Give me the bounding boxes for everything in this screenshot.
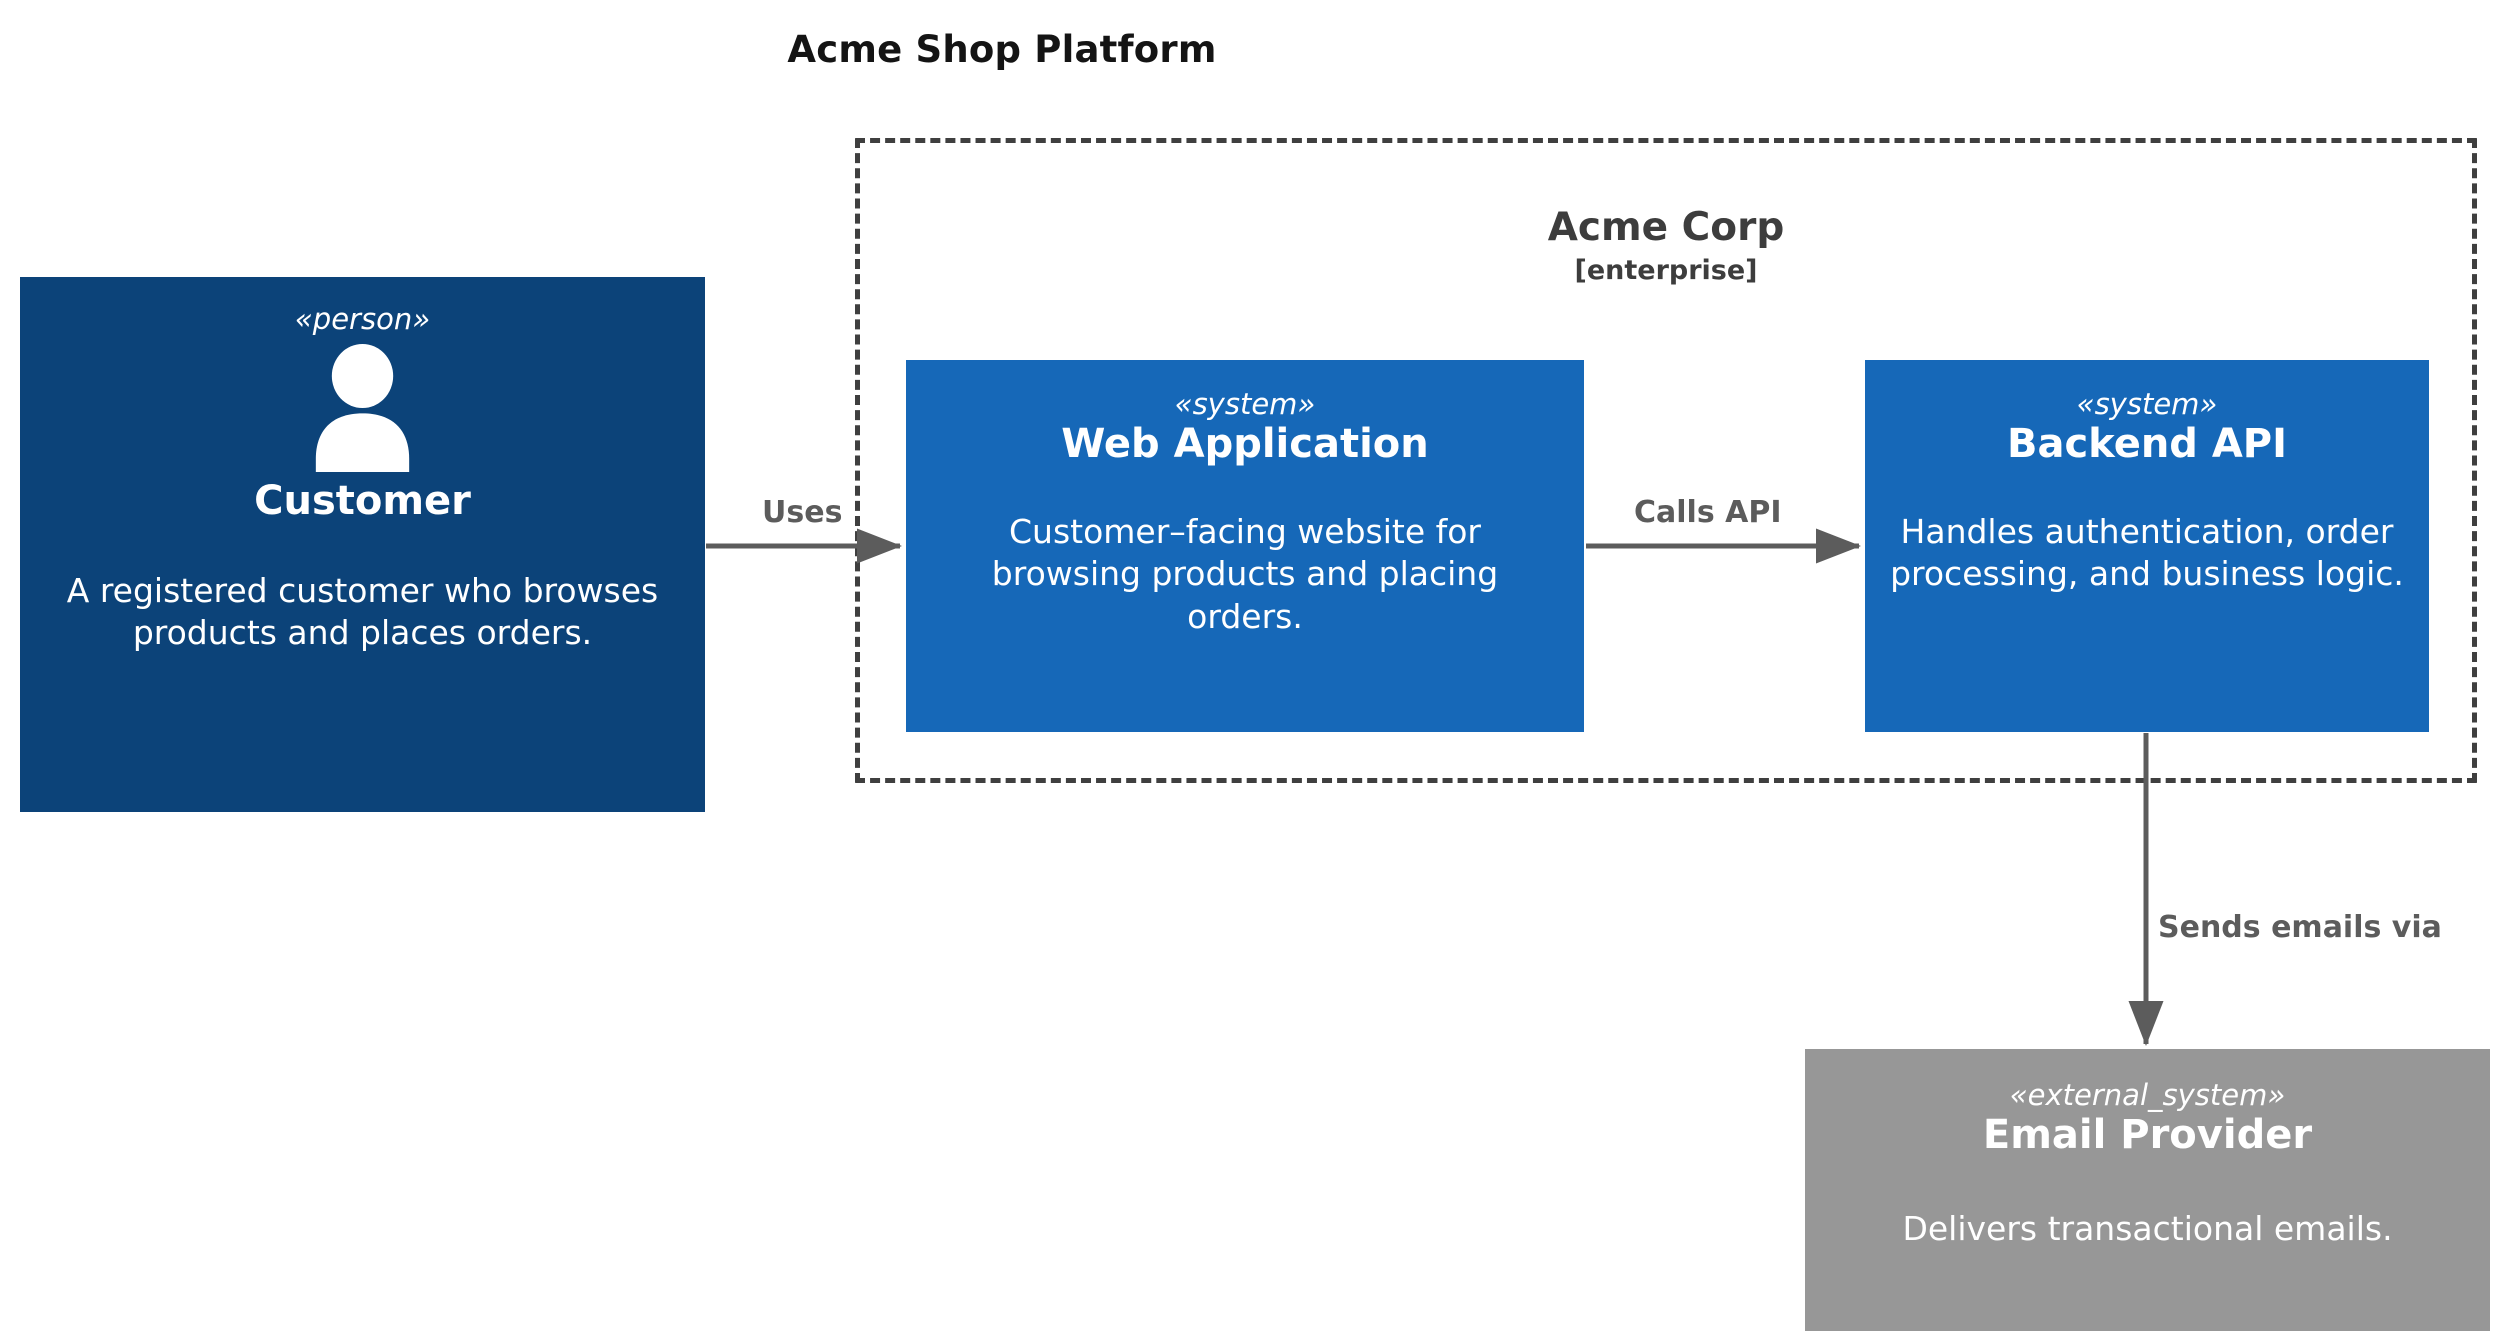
- node-backend-api-description: Handles authentication, order processing…: [1890, 511, 2404, 594]
- node-customer-name: Customer: [254, 478, 471, 525]
- node-email-provider-description: Delivers transactional emails.: [1902, 1208, 2393, 1248]
- node-web-application-name: Web Application: [1061, 421, 1429, 468]
- edge-label-sends-emails-via: Sends emails via: [2158, 910, 2442, 945]
- node-customer-description: A registered customer who browses produc…: [66, 570, 659, 653]
- node-web-application[interactable]: «system» Web Application Customer–facing…: [906, 360, 1584, 732]
- node-email-provider-name: Email Provider: [1982, 1112, 2313, 1159]
- node-backend-api-name: Backend API: [2006, 421, 2288, 468]
- node-email-provider[interactable]: «external_system» Email Provider Deliver…: [1805, 1049, 2490, 1331]
- node-backend-api-stereotype: «system»: [2076, 387, 2218, 421]
- node-web-application-description: Customer–facing website for browsing pro…: [991, 511, 1499, 636]
- edge-label-uses: Uses: [762, 495, 843, 530]
- person-icon: [315, 344, 410, 473]
- node-customer[interactable]: «person» Customer A registered customer …: [20, 277, 705, 812]
- edge-label-calls-api: Calls API: [1634, 495, 1782, 530]
- diagram-title-text: Acme Shop Platform: [787, 28, 1217, 71]
- node-web-application-stereotype: «system»: [1174, 387, 1316, 421]
- node-customer-stereotype: «person»: [294, 302, 431, 336]
- node-backend-api[interactable]: «system» Backend API Handles authenticat…: [1865, 360, 2429, 732]
- diagram-title: Acme Shop Platform: [0, 28, 2504, 71]
- node-email-provider-stereotype: «external_system»: [2009, 1078, 2286, 1112]
- enterprise-boundary: [855, 138, 2477, 783]
